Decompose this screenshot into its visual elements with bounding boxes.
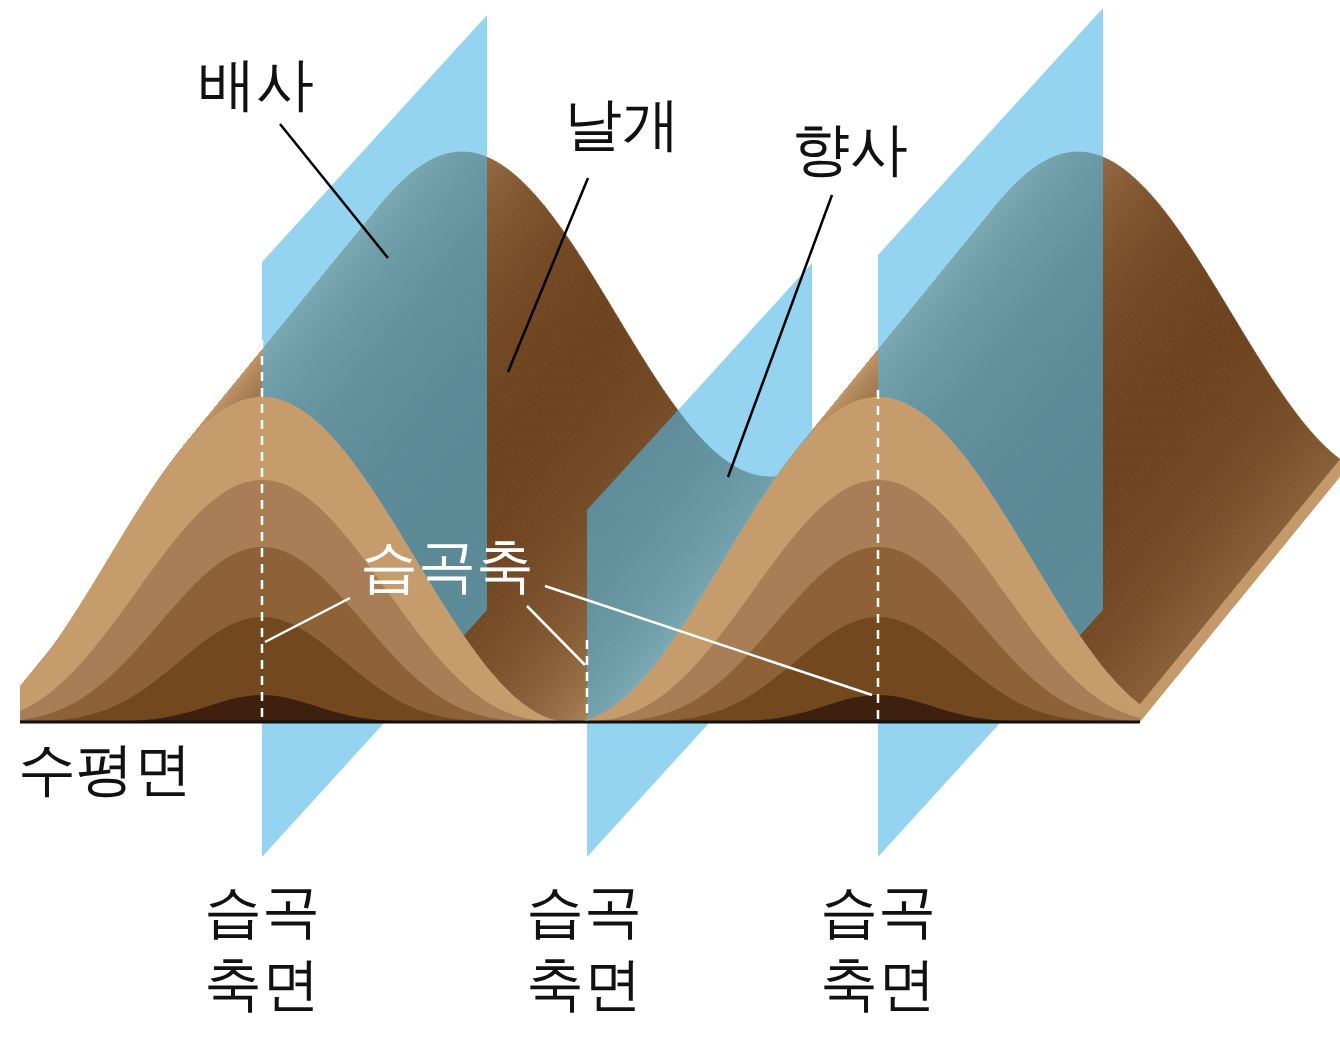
surface-strip [1124,446,1327,694]
horizontal-plane-label: 수평면 [18,733,218,806]
leader-line [265,598,350,642]
axis-trace [877,390,880,722]
surface-strip [1130,451,1333,699]
rock-layer [20,480,1140,722]
limb-label: 날개 [532,88,712,161]
surface-strip [1133,454,1336,701]
rock-layer [20,547,1140,722]
leader-line [280,124,388,258]
syncline-label: 향사 [760,113,940,186]
surface-strip [1139,459,1340,705]
axial-planes [262,8,1103,857]
surface-strip [1115,436,1318,684]
leader-line [545,586,872,695]
surface-strip [1121,443,1324,691]
surface-strip [1136,456,1339,703]
axis-trace [586,640,589,722]
rock-layer [20,617,1140,722]
rock-layer [20,397,1140,722]
axial-plane-label: 습곡 축면 [803,875,953,1020]
rock-layer [20,695,1140,722]
surface-strip [1127,448,1330,696]
axial-plane-label: 습곡 축면 [509,875,659,1020]
horizontal-plane-line [20,721,1140,724]
axis-trace [261,340,264,722]
leader-line [728,195,832,477]
leader-line [527,606,585,665]
end-face [1140,459,1340,722]
front-face [20,397,1140,722]
axial-plane-label: 습곡 축면 [187,875,337,1020]
surface-strip [1118,439,1321,687]
fold-axis-label: 습곡축 [347,530,547,603]
anticline-label: 배사 [166,48,346,121]
leader-line [508,178,588,372]
surface-strip [1109,429,1312,677]
surface-strip [1112,433,1315,681]
